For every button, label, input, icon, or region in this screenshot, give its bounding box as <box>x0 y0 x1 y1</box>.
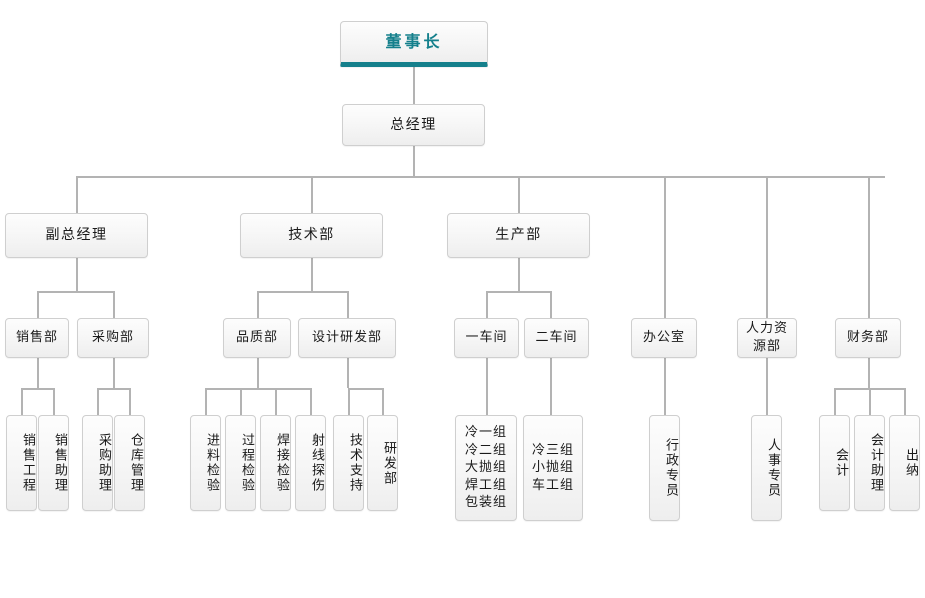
connector-purchasing-dept-bus <box>97 388 131 390</box>
connector-drop-sales-assistant <box>53 388 55 415</box>
node-workshop-2[interactable]: 二车间 <box>524 318 589 358</box>
node-finance-dept[interactable]: 财务部 <box>835 318 901 358</box>
node-process-inspection[interactable]: 过程检验 <box>225 415 256 511</box>
connector-sales-dept-drop <box>37 358 39 388</box>
connector-chairman-to-gm <box>413 66 415 104</box>
node-hr-specialist[interactable]: 人事专员 <box>751 415 782 521</box>
connector-drop-design-rd-dept <box>347 291 349 318</box>
connector-drop-production <box>518 176 520 213</box>
node-deputy-general-manager[interactable]: 副总经理 <box>5 213 148 258</box>
connector-drop-welding-inspection <box>275 388 277 415</box>
connector-technology-drop <box>311 258 313 291</box>
connector-drop-technical-support <box>348 388 350 415</box>
node-radiographic-testing[interactable]: 射线探伤 <box>295 415 326 511</box>
node-technology-dept[interactable]: 技术部 <box>240 213 383 258</box>
connector-drop-purchasing-dept <box>113 291 115 318</box>
connector-drop-process-inspection <box>240 388 242 415</box>
connector-drop-workshop-1 <box>486 291 488 318</box>
connector-drop-deputy-gm <box>76 176 78 213</box>
node-hr-dept-line-2: 源部 <box>752 339 781 354</box>
node-incoming-inspection[interactable]: 进料检验 <box>190 415 221 511</box>
node-workshop-1[interactable]: 一车间 <box>454 318 519 358</box>
node-quality-dept[interactable]: 品质部 <box>223 318 291 358</box>
node-rd-section[interactable]: 研发部 <box>367 415 398 511</box>
workshop-1-group-item: 大抛组 <box>464 460 507 476</box>
node-admin-specialist[interactable]: 行政专员 <box>649 415 680 521</box>
workshop-2-group-item: 小抛组 <box>531 460 574 476</box>
node-general-manager[interactable]: 总经理 <box>342 104 485 146</box>
connector-drop-hr <box>766 176 768 318</box>
node-design-rd-dept[interactable]: 设计研发部 <box>298 318 396 358</box>
connector-design-rd-drop <box>347 358 349 388</box>
workshop-1-group-item: 焊工组 <box>464 477 507 493</box>
connector-drop-accounting-assistant <box>869 388 871 415</box>
connector-quality-dept-drop <box>257 358 259 388</box>
node-warehouse-management[interactable]: 仓库管理 <box>114 415 145 511</box>
connector-drop-finance <box>868 176 870 318</box>
node-sales-assistant[interactable]: 销售助理 <box>38 415 69 511</box>
connector-gm-drop <box>413 145 415 176</box>
node-purchasing-assistant[interactable]: 采购助理 <box>82 415 113 511</box>
node-sales-engineer[interactable]: 销售工程 <box>6 415 37 511</box>
workshop-1-group-item: 冷二组 <box>464 442 507 458</box>
connector-drop-radiographic-testing <box>310 388 312 415</box>
node-production-dept[interactable]: 生产部 <box>447 213 590 258</box>
connector-finance-drop <box>868 358 870 388</box>
connector-design-rd-bus <box>348 388 384 390</box>
workshop-2-group-item: 车工组 <box>531 477 574 493</box>
node-hr-dept-line-1: 人力资 <box>745 321 788 337</box>
connector-workshop-2-drop <box>550 358 552 415</box>
connector-drop-workshop-2 <box>550 291 552 318</box>
connector-main-bus <box>76 176 885 178</box>
connector-drop-purchasing-assistant <box>97 388 99 415</box>
connector-production-drop <box>518 258 520 291</box>
connector-drop-warehouse-management <box>129 388 131 415</box>
node-accountant[interactable]: 会计 <box>819 415 850 511</box>
node-technical-support[interactable]: 技术支持 <box>333 415 364 511</box>
connector-deputy-gm-bus <box>37 291 115 293</box>
connector-office-drop <box>664 358 666 415</box>
node-workshop-2-groups[interactable]: 冷三组 小抛组 车工组 <box>523 415 583 521</box>
connector-drop-incoming-inspection <box>205 388 207 415</box>
node-purchasing-dept[interactable]: 采购部 <box>77 318 149 358</box>
node-hr-dept[interactable]: 人力资 源部 <box>737 318 797 358</box>
node-cashier[interactable]: 出纳 <box>889 415 920 511</box>
connector-sales-dept-bus <box>21 388 55 390</box>
connector-workshop-1-drop <box>486 358 488 415</box>
connector-drop-sales-engineer <box>21 388 23 415</box>
workshop-2-group-item: 冷三组 <box>531 442 574 458</box>
connector-drop-accountant <box>834 388 836 415</box>
connector-drop-office <box>664 176 666 318</box>
connector-purchasing-dept-drop <box>113 358 115 388</box>
connector-drop-technology <box>311 176 313 213</box>
connector-quality-dept-bus <box>205 388 310 390</box>
node-office[interactable]: 办公室 <box>631 318 697 358</box>
node-sales-dept[interactable]: 销售部 <box>5 318 69 358</box>
workshop-1-group-item: 冷一组 <box>464 425 507 441</box>
connector-production-bus <box>486 291 552 293</box>
node-welding-inspection[interactable]: 焊接检验 <box>260 415 291 511</box>
connector-hr-drop <box>766 358 768 415</box>
connector-drop-sales-dept <box>37 291 39 318</box>
node-workshop-1-groups[interactable]: 冷一组 冷二组 大抛组 焊工组 包装组 <box>455 415 517 521</box>
workshop-1-group-item: 包装组 <box>464 495 507 511</box>
connector-drop-cashier <box>904 388 906 415</box>
connector-deputy-gm-drop <box>76 258 78 291</box>
connector-drop-quality-dept <box>257 291 259 318</box>
node-accounting-assistant[interactable]: 会计助理 <box>854 415 885 511</box>
connector-technology-bus <box>257 291 349 293</box>
node-chairman[interactable]: 董事长 <box>340 21 488 67</box>
connector-drop-rd-section <box>382 388 384 415</box>
